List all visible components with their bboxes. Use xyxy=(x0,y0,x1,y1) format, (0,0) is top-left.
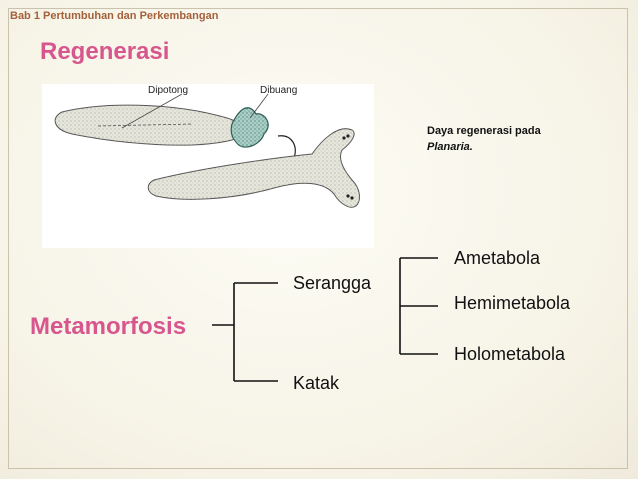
label-dipotong: Dipotong xyxy=(148,85,189,96)
slide-frame xyxy=(8,8,628,469)
label-dibuang: Dibuang xyxy=(260,85,298,96)
metamorfosis-title: Metamorfosis xyxy=(30,313,187,340)
planaria-cut-head xyxy=(230,107,269,148)
regenerasi-title: Regenerasi xyxy=(40,38,170,65)
node-hemimetabola: Hemimetabola xyxy=(454,293,571,313)
node-ametabola: Ametabola xyxy=(454,248,541,268)
chapter-header: Bab 1 Pertumbuhan dan Perkembangan xyxy=(10,10,219,22)
caption-line1: Daya regenerasi pada xyxy=(427,125,541,137)
caption-line2: Planaria. xyxy=(427,141,473,153)
node-katak: Katak xyxy=(293,373,340,393)
node-serangga: Serangga xyxy=(293,273,372,293)
planaria-illustration: Dipotong Dibuang xyxy=(42,84,374,248)
planaria-drawing xyxy=(54,93,360,208)
regenerasi-caption: Daya regenerasi pada Planaria. xyxy=(427,123,541,155)
node-holometabola: Holometabola xyxy=(454,344,566,364)
